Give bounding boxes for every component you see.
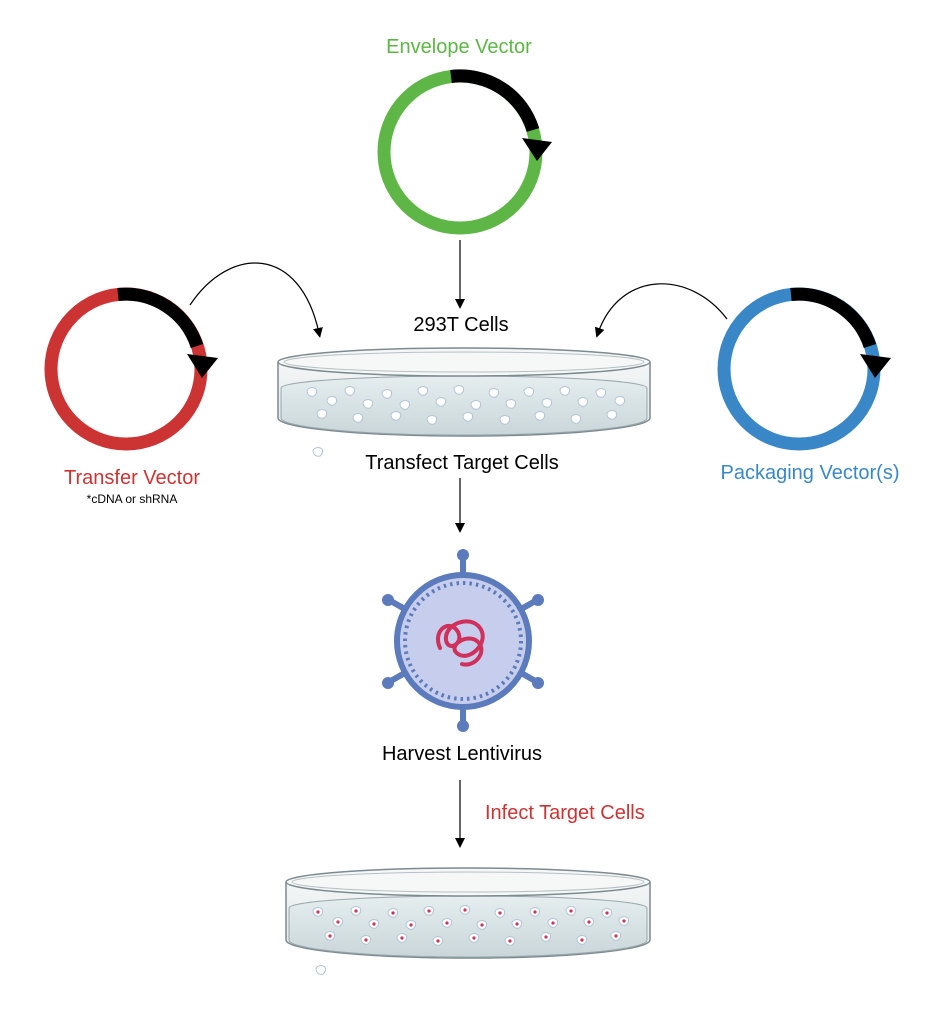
transfer-vector-label: Transfer Vector [64,467,200,489]
transfer-plasmid-icon [44,287,218,451]
packaging-vector-label: Packaging Vector(s) [720,462,900,484]
transfer-vector-note: *cDNA or shRNA [86,492,178,506]
harvest-lentivirus-label: Harvest Lentivirus [381,743,543,765]
petri-dish-icon-293t [277,347,651,457]
infect-target-cells-label: Infect Target Cells [485,802,645,824]
petri-dish-icon-target [285,867,651,975]
lentivirus-particle-icon [382,549,544,732]
envelope-plasmid-icon [377,69,552,235]
293t-cells-label: 293T Cells [413,314,509,336]
envelope-vector-label: Envelope Vector [386,36,532,58]
stray-cell [315,965,327,975]
arrows [189,240,728,848]
arrow-packaging-to-cells [594,283,728,338]
transfect-target-cells-label: Transfect Target Cells [365,452,559,474]
packaging-plasmid-icon [717,287,891,451]
arrow-transfer-to-cells [189,262,323,338]
stray-cell [312,447,324,457]
